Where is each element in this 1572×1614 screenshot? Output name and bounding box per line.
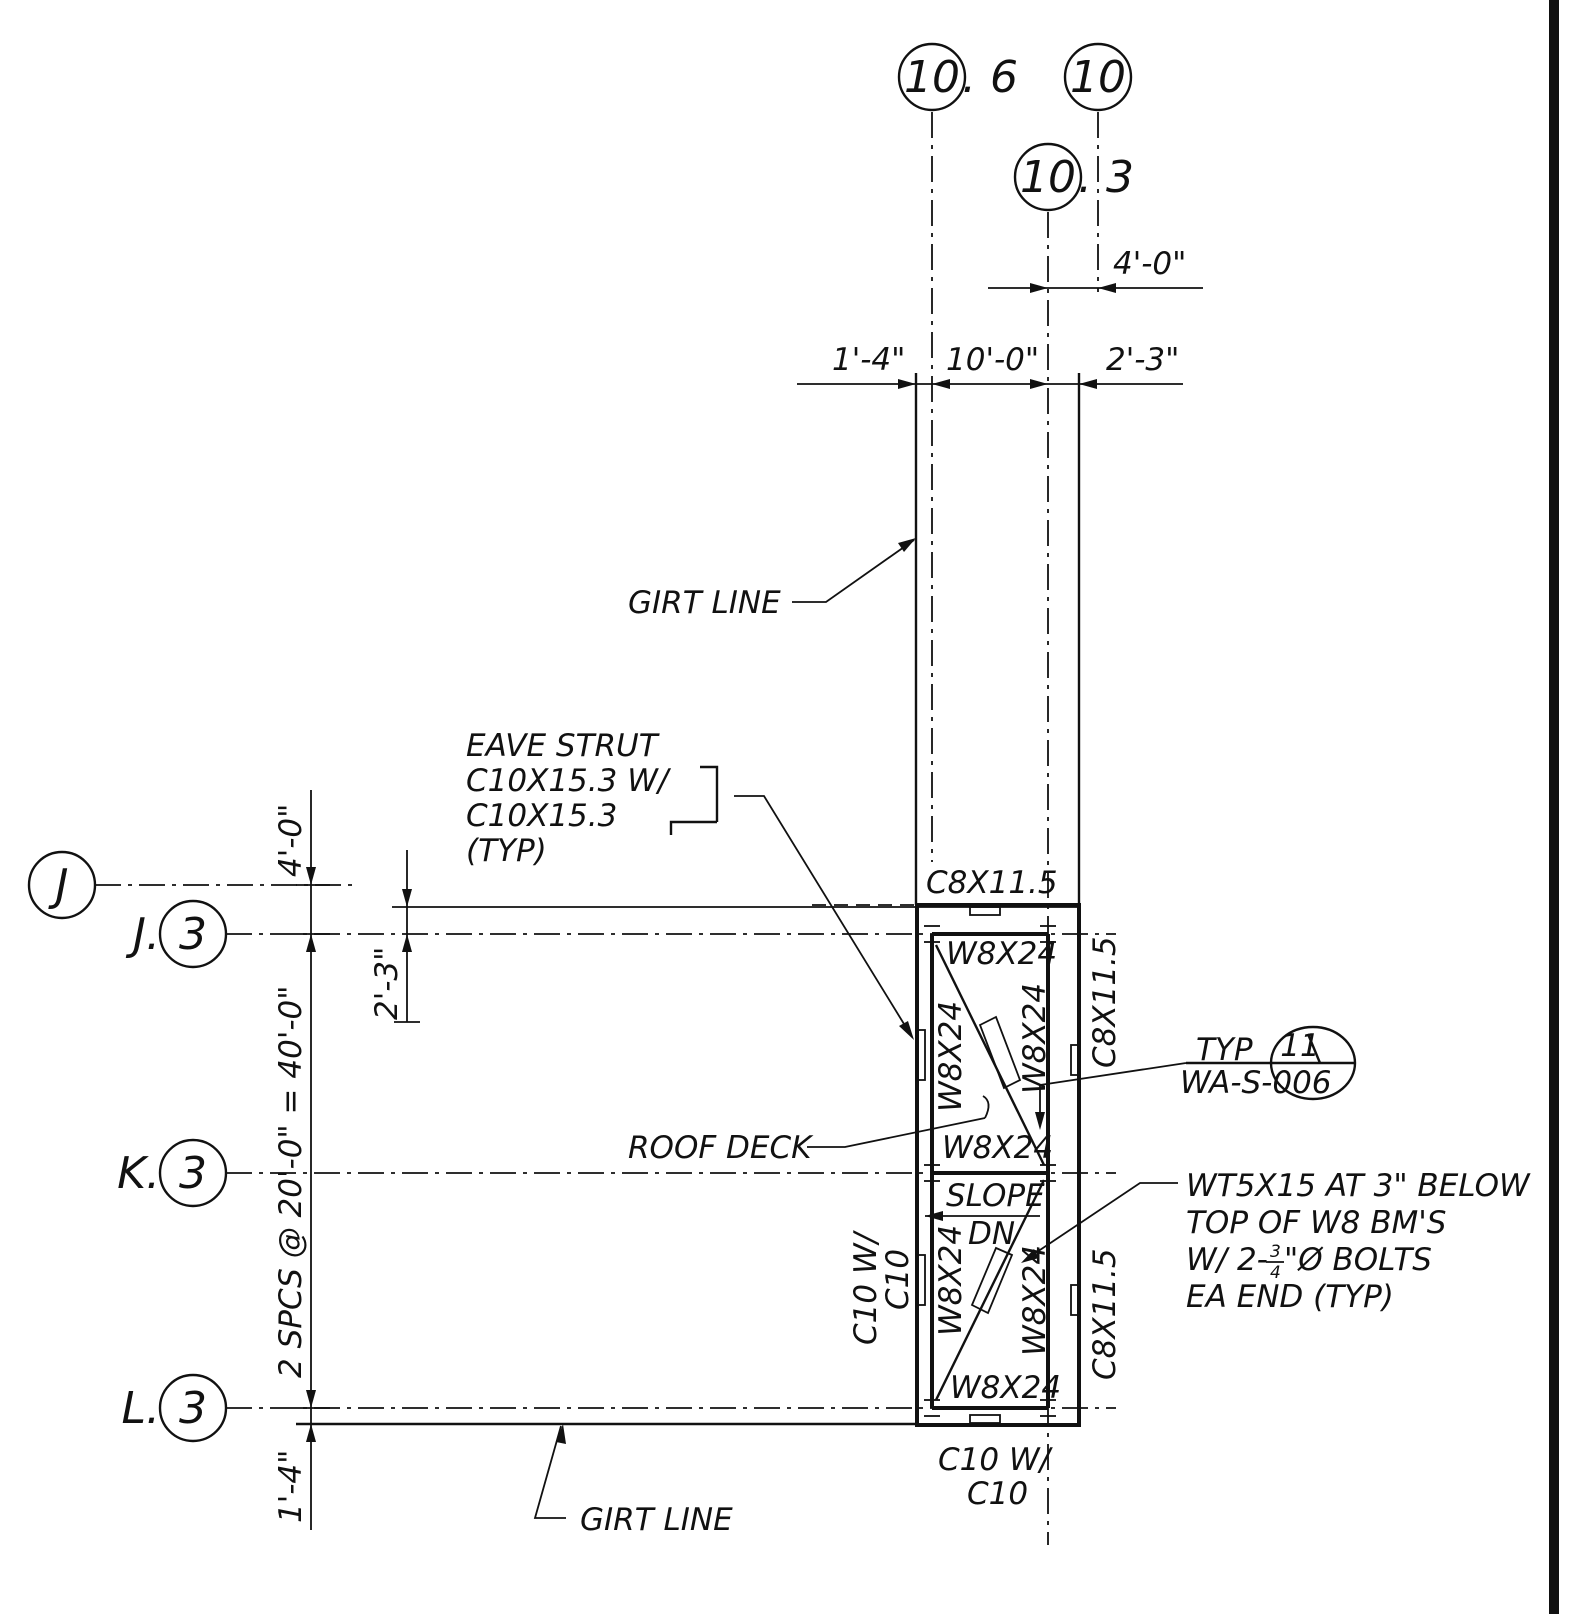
svg-text:J.: J. bbox=[125, 909, 160, 960]
grid-bubble-10: 10 bbox=[1063, 42, 1133, 112]
member-c10-bottom: C10 W/ C10 bbox=[938, 1442, 1054, 1512]
member-c8-right-lower: C8X11.5 bbox=[1087, 1248, 1123, 1380]
channel-symbol bbox=[700, 765, 719, 822]
svg-text:L.: L. bbox=[122, 1383, 161, 1434]
grid-bubble-10-3: 10 . 3 bbox=[1013, 142, 1134, 212]
svg-text:GIRT LINE: GIRT LINE bbox=[628, 585, 781, 621]
eave-strut-callout: EAVE STRUT C10X15.3 W/ C10X15.3 (TYP) bbox=[466, 728, 914, 1040]
svg-text:C10: C10 bbox=[880, 1249, 916, 1310]
svg-text:GIRT LINE: GIRT LINE bbox=[580, 1502, 733, 1538]
svg-text:EA END (TYP): EA END (TYP) bbox=[1186, 1279, 1394, 1315]
svg-text:. 3: . 3 bbox=[1078, 152, 1134, 203]
svg-text:10: 10 bbox=[1070, 52, 1126, 103]
member-w8-left-lower: W8X24 bbox=[933, 1225, 969, 1336]
svg-text:2'-3": 2'-3" bbox=[369, 947, 405, 1020]
svg-text:SLOPE: SLOPE bbox=[946, 1178, 1045, 1214]
svg-text:C10 W/: C10 W/ bbox=[848, 1229, 884, 1345]
member-w8-right-upper: W8X24 bbox=[1017, 983, 1053, 1094]
grid-bubble-k3: 3 K. bbox=[117, 1138, 228, 1208]
svg-text:4'-0": 4'-0" bbox=[273, 804, 309, 877]
row-grid-lines bbox=[95, 884, 1116, 1409]
svg-text:W/ 2-: W/ 2- bbox=[1186, 1242, 1268, 1278]
svg-text:4'-0": 4'-0" bbox=[1113, 246, 1186, 282]
slope-indicator: SLOPE DN bbox=[925, 1178, 1045, 1252]
svg-text:TYP: TYP bbox=[1196, 1032, 1253, 1068]
dim-string-top: 1'-4" 10'-0" 2'-3" bbox=[797, 342, 1183, 389]
svg-text:2'-3": 2'-3" bbox=[1106, 342, 1179, 378]
svg-text:WT5X15 AT 3" BELOW: WT5X15 AT 3" BELOW bbox=[1186, 1168, 1531, 1204]
svg-text:3: 3 bbox=[1270, 1242, 1281, 1262]
svg-text:K.: K. bbox=[117, 1148, 160, 1199]
svg-text:C10X15.3: C10X15.3 bbox=[466, 798, 617, 834]
svg-text:10: 10 bbox=[904, 52, 960, 103]
wt-bracing-callout: WT5X15 AT 3" BELOW TOP OF W8 BM'S W/ 2- … bbox=[1021, 1168, 1531, 1315]
grid-bubble-10-6: 10 . 6 bbox=[897, 42, 1018, 112]
grid-bubble-l3: 3 L. bbox=[122, 1373, 228, 1443]
svg-text:C10 W/: C10 W/ bbox=[938, 1442, 1054, 1478]
sheet-border bbox=[1549, 0, 1559, 1614]
svg-text:WA-S-006: WA-S-006 bbox=[1180, 1065, 1332, 1101]
svg-text:C10X15.3 W/: C10X15.3 W/ bbox=[466, 763, 672, 799]
svg-text:ROOF DECK: ROOF DECK bbox=[628, 1130, 814, 1166]
svg-text:11: 11 bbox=[1280, 1028, 1319, 1064]
svg-text:EAVE STRUT: EAVE STRUT bbox=[466, 728, 660, 764]
member-w8-bottom: W8X24 bbox=[950, 1370, 1061, 1406]
svg-text:DN: DN bbox=[968, 1216, 1015, 1252]
member-w8-mid: W8X24 bbox=[942, 1130, 1053, 1166]
svg-text:C10: C10 bbox=[967, 1476, 1028, 1512]
member-w8-top: W8X24 bbox=[946, 936, 1057, 972]
svg-text:1'-4": 1'-4" bbox=[273, 1450, 309, 1523]
svg-text:(TYP): (TYP) bbox=[466, 833, 547, 869]
member-c8-right-upper: C8X11.5 bbox=[1087, 936, 1123, 1068]
detail-reference-callout: TYP 11 WA-S-006 bbox=[1035, 1025, 1357, 1130]
svg-text:"Ø BOLTS: "Ø BOLTS bbox=[1284, 1242, 1432, 1278]
svg-text:1'-4": 1'-4" bbox=[832, 342, 905, 378]
member-c8-top: C8X11.5 bbox=[926, 865, 1058, 901]
svg-text:4: 4 bbox=[1270, 1263, 1281, 1283]
svg-text:. 6: . 6 bbox=[962, 52, 1018, 103]
girt-line-top-callout: GIRT LINE bbox=[628, 538, 916, 621]
grid-bubble-j3: 3 J. bbox=[125, 899, 228, 969]
svg-text:3: 3 bbox=[179, 1383, 207, 1434]
svg-text:3: 3 bbox=[179, 909, 207, 960]
svg-text:TOP OF W8 BM'S: TOP OF W8 BM'S bbox=[1186, 1205, 1446, 1241]
girt-line-bottom-callout: GIRT LINE bbox=[533, 1424, 733, 1538]
roof-deck-callout: ROOF DECK bbox=[628, 1095, 990, 1166]
dim-4ft-top: 4'-0" bbox=[988, 246, 1203, 293]
svg-text:2 SPCS @ 20'-0" = 40'-0": 2 SPCS @ 20'-0" = 40'-0" bbox=[273, 985, 309, 1378]
framing-bay bbox=[812, 903, 1081, 1427]
svg-text:10'-0": 10'-0" bbox=[946, 342, 1039, 378]
member-w8-right-lower: W8X24 bbox=[1017, 1245, 1053, 1356]
member-w8-left-upper: W8X24 bbox=[933, 1001, 969, 1112]
dim-vertical-main: 4'-0" 2 SPCS @ 20'-0" = 40'-0" 1'-4" bbox=[273, 790, 330, 1530]
member-c10-left: C10 W/ C10 bbox=[848, 1229, 916, 1345]
svg-text:3: 3 bbox=[179, 1148, 207, 1199]
grid-bubble-j: J bbox=[27, 850, 97, 920]
svg-text:10: 10 bbox=[1020, 152, 1076, 203]
